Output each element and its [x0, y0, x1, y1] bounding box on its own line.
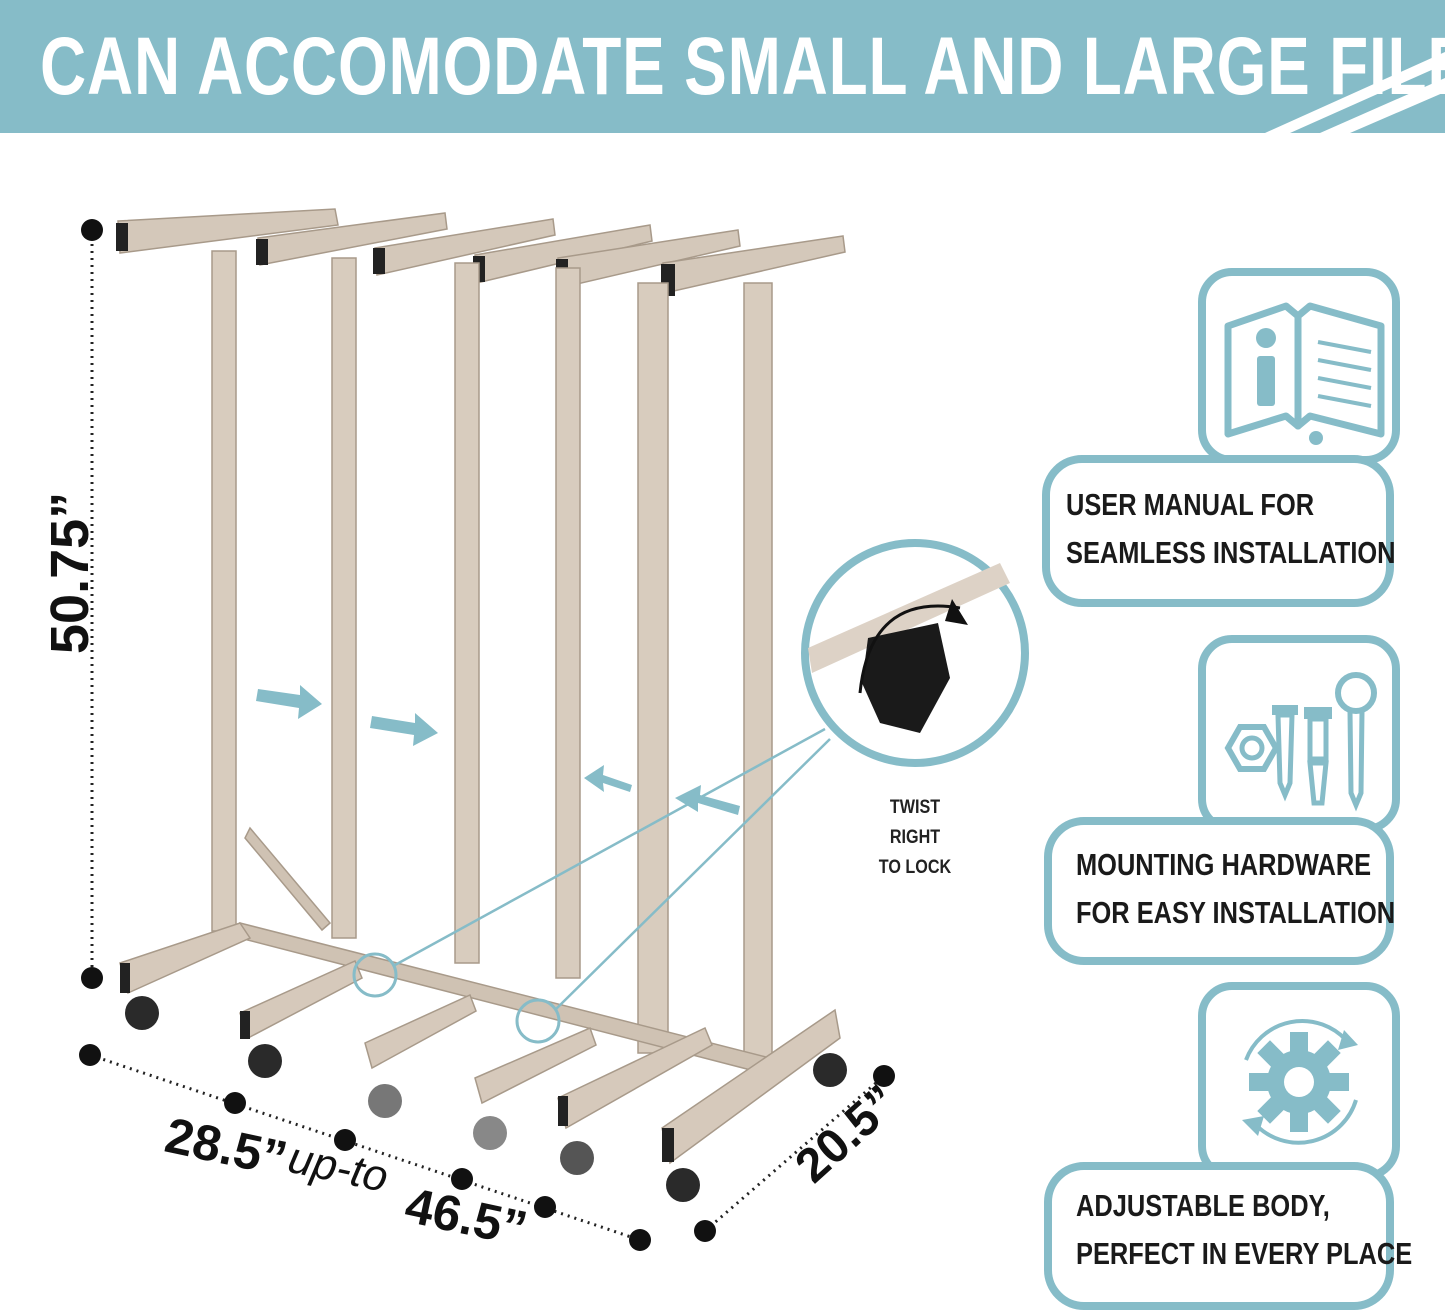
depth-dimension-line	[704, 1074, 885, 1233]
feature-line1: MOUNTING HARDWARE	[1076, 847, 1372, 882]
user-manual-icon	[1224, 302, 1385, 445]
twist-lock-label: TWIST RIGHT TO LOCK	[868, 793, 962, 883]
banner-stripes	[1265, 52, 1445, 133]
user-manual-label-box: USER MANUAL FOR SEAMLESS INSTALLATION	[1042, 455, 1396, 607]
feature-line1: USER MANUAL FOR	[1066, 487, 1315, 522]
dimension-dot	[694, 1220, 716, 1242]
height-dimension-label: 50.75”	[40, 491, 100, 654]
feature-line1: ADJUSTABLE BODY,	[1076, 1188, 1330, 1223]
dimension-dot	[451, 1168, 473, 1190]
gear-cycle-icon-box	[1198, 982, 1400, 1180]
user-manual-icon-box	[1198, 268, 1400, 464]
hardware-icon-box	[1198, 635, 1400, 833]
product-illustration	[79, 208, 1029, 1251]
dimension-dot	[334, 1129, 356, 1151]
feature-text: ADJUSTABLE BODY, PERFECT IN EVERY PLACE	[1076, 1182, 1412, 1278]
adjustable-label-box: ADJUSTABLE BODY, PERFECT IN EVERY PLACE	[1044, 1162, 1412, 1310]
gear-cycle-icon	[1242, 1019, 1358, 1145]
dimension-dot	[81, 967, 103, 989]
product-scene: 50.75” 28.5” up-to 46.5” 20.5” TWIST RIG…	[0, 133, 1445, 1307]
hardware-label-box: MOUNTING HARDWARE FOR EASY INSTALLATION	[1044, 817, 1395, 965]
dimension-dot	[81, 219, 103, 241]
feature-text: USER MANUAL FOR SEAMLESS INSTALLATION	[1066, 481, 1396, 577]
dimension-dot	[224, 1092, 246, 1114]
rack-frame	[116, 208, 847, 1202]
feature-text: MOUNTING HARDWARE FOR EASY INSTALLATION	[1076, 841, 1395, 937]
feature-line2: PERFECT IN EVERY PLACE	[1076, 1236, 1413, 1271]
twist-lock-zoom	[801, 539, 1029, 767]
dimension-dot	[79, 1044, 101, 1066]
banner-title: CAN ACCOMODATE SMALL AND LARGE FILES	[40, 21, 1445, 112]
feature-line2: SEAMLESS INSTALLATION	[1066, 535, 1396, 570]
twist-lock-label-line1: TWIST RIGHT	[889, 797, 941, 848]
dimension-dot	[873, 1065, 895, 1087]
twist-lock-label-line2: TO LOCK	[878, 857, 952, 878]
header-banner: CAN ACCOMODATE SMALL AND LARGE FILES	[0, 0, 1445, 133]
feature-line2: FOR EASY INSTALLATION	[1076, 895, 1396, 930]
hardware-icon	[1224, 672, 1377, 812]
dimension-dot	[534, 1196, 556, 1218]
dimension-dot	[629, 1229, 651, 1251]
